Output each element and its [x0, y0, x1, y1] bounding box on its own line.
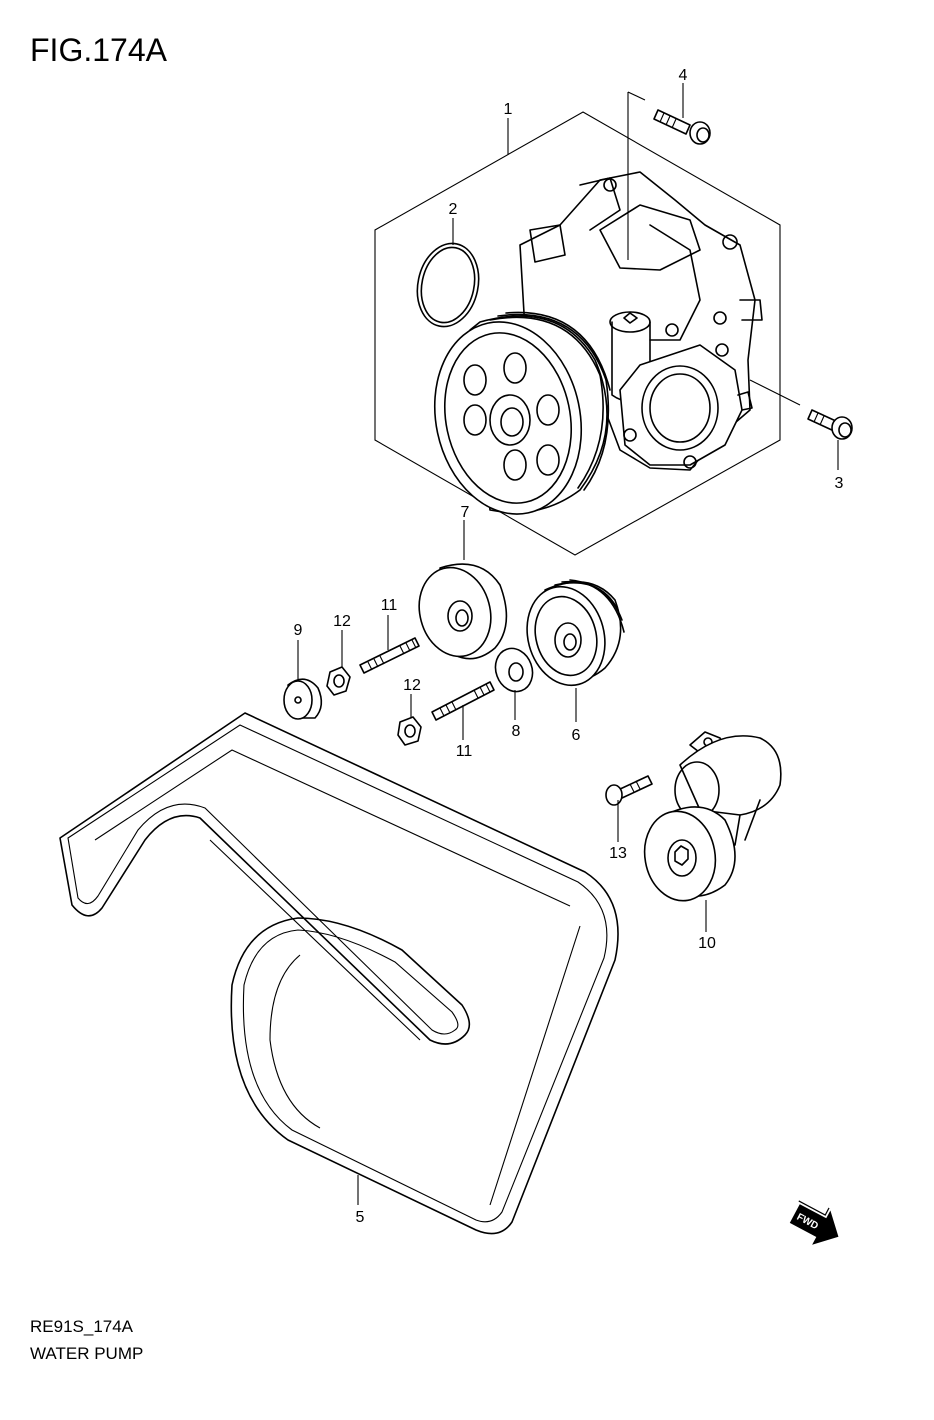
water-pump-pulley — [433, 311, 611, 515]
callout-11-upper: 11 — [381, 597, 398, 614]
bolt-part-3 — [807, 409, 853, 440]
o-ring-part-2 — [416, 242, 480, 328]
diagram-caption: WATER PUMP — [30, 1344, 144, 1363]
nut-part-12-lower — [397, 716, 422, 746]
callout-13: 13 — [609, 845, 627, 862]
callout-4: 4 — [679, 67, 688, 84]
diagram-code: RE91S_174A — [30, 1317, 134, 1336]
fwd-direction-arrow-icon: FWD — [789, 1200, 839, 1245]
bolt-part-4 — [653, 109, 711, 145]
callout-11-lower: 11 — [456, 743, 473, 760]
callout-7: 7 — [461, 504, 470, 521]
callout-8: 8 — [512, 723, 521, 740]
pulley-part-6 — [526, 579, 625, 687]
callout-6: 6 — [572, 727, 581, 744]
callout-10: 10 — [698, 935, 716, 952]
leader-lines — [297, 83, 839, 1205]
bolt-part-13 — [605, 775, 653, 806]
callout-12-lower: 12 — [403, 677, 421, 694]
assembly-group-outline — [374, 111, 781, 556]
drive-belt-part-5 — [59, 712, 619, 1235]
figure-title: FIG.174A — [30, 32, 167, 68]
callout-9: 9 — [294, 622, 303, 639]
idler-pulley-part-7 — [418, 563, 508, 660]
stud-part-11-upper — [359, 637, 420, 674]
callout-5: 5 — [356, 1209, 365, 1226]
belt-tensioner-part-10 — [643, 731, 782, 902]
stud-part-11-lower — [431, 681, 495, 721]
callout-3: 3 — [835, 475, 844, 492]
washer-part-8 — [494, 647, 534, 693]
callout-2: 2 — [449, 201, 458, 218]
callout-1: 1 — [504, 101, 513, 118]
cap-part-9 — [283, 678, 323, 720]
nut-part-12-upper — [326, 666, 351, 696]
callout-12-upper: 12 — [333, 613, 351, 630]
